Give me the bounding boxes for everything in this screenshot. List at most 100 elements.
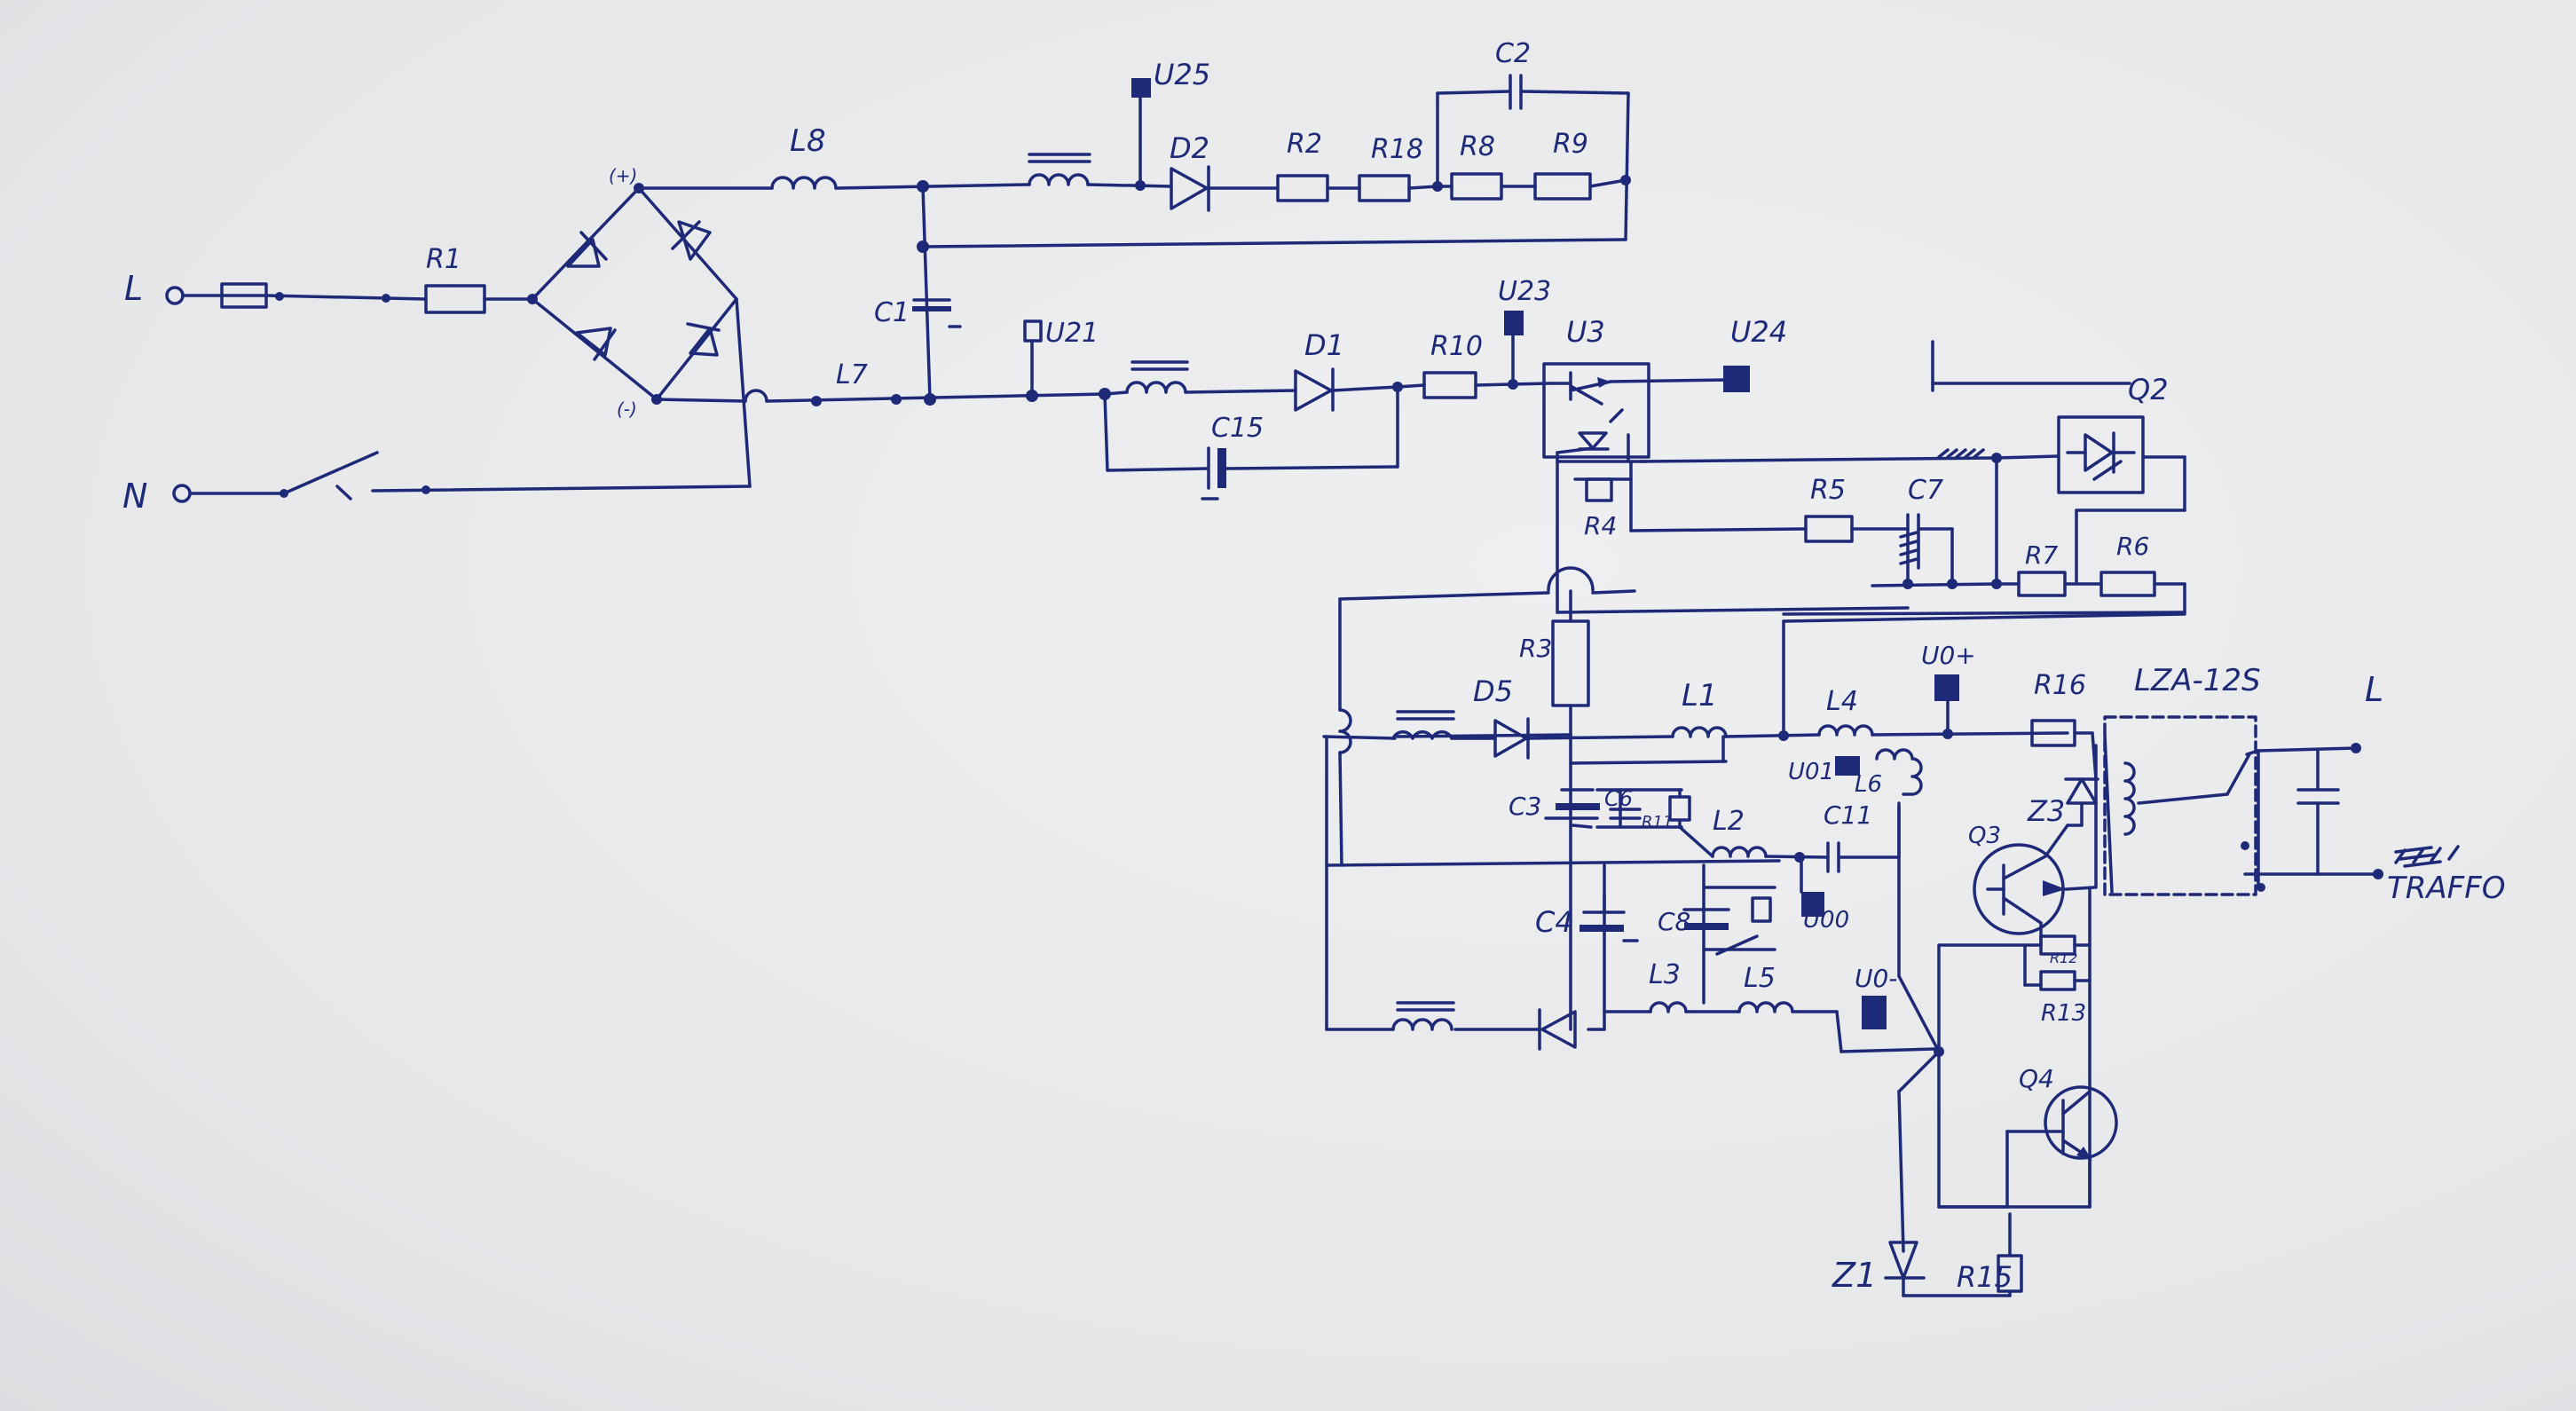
label-c6: C6 bbox=[1604, 786, 1633, 811]
test-point-u0minus bbox=[1862, 996, 1887, 1029]
label-relay: LZA-12S bbox=[2134, 663, 2261, 698]
inductor-l2 bbox=[1711, 846, 1768, 858]
label-plus: (+) bbox=[609, 165, 637, 186]
resistor-r2 bbox=[1276, 174, 1329, 202]
label-r18: R18 bbox=[1371, 134, 1423, 165]
test-point-u00 bbox=[1801, 892, 1824, 917]
label-r6: R6 bbox=[2116, 532, 2149, 561]
label-u00: U00 bbox=[1803, 907, 1849, 934]
terminal-n-in bbox=[172, 484, 192, 503]
resistor-r1 bbox=[424, 284, 486, 314]
label-c1: C1 bbox=[874, 297, 910, 328]
label-r15: R15 bbox=[1957, 1260, 2013, 1294]
transistor-q2-box bbox=[2057, 415, 2145, 494]
test-point-u01 bbox=[1835, 756, 1860, 776]
label-r16: R16 bbox=[2034, 670, 2086, 701]
label-l3: L3 bbox=[1649, 959, 1681, 990]
test-point-u21 bbox=[1023, 319, 1043, 343]
label-r8: R8 bbox=[1460, 131, 1495, 162]
test-point-u25 bbox=[1131, 78, 1151, 98]
label-z3: Z3 bbox=[2027, 794, 2065, 828]
label-r2: R2 bbox=[1287, 129, 1322, 160]
zener-z1 bbox=[1888, 1241, 1918, 1280]
label-l2: L2 bbox=[1713, 806, 1745, 837]
label-l8: L8 bbox=[790, 123, 826, 159]
transistor-q4 bbox=[2044, 1085, 2118, 1160]
label-r12: R12 bbox=[2050, 950, 2077, 966]
label-u3: U3 bbox=[1566, 315, 1605, 349]
test-point-u23 bbox=[1504, 311, 1524, 335]
inductor-l5 bbox=[1737, 1001, 1794, 1013]
label-l-out: L bbox=[2365, 670, 2383, 709]
resistor-r4 bbox=[1585, 477, 1613, 502]
label-d5: D5 bbox=[1473, 674, 1513, 708]
resistor-r6 bbox=[2099, 571, 2156, 597]
inductor-l8 bbox=[770, 176, 838, 190]
label-r3: R3 bbox=[1519, 634, 1552, 663]
resistor-r13 bbox=[2039, 970, 2076, 991]
inductor-l1 bbox=[1671, 726, 1728, 738]
label-c15: C15 bbox=[1211, 413, 1264, 444]
label-r11: R11 bbox=[1642, 813, 1673, 832]
label-traffo: TRAFFO bbox=[2387, 871, 2506, 906]
resistor-r7 bbox=[2017, 571, 2067, 597]
terminal-l-in bbox=[165, 286, 185, 305]
diode-d1 bbox=[1294, 369, 1333, 412]
label-r10: R10 bbox=[1430, 331, 1483, 362]
label-r7: R7 bbox=[2025, 540, 2058, 570]
label-q3: Q3 bbox=[1968, 823, 2001, 849]
label-c7: C7 bbox=[1908, 475, 1943, 506]
middle-line bbox=[655, 311, 1550, 501]
label-u0plus: U0+ bbox=[1921, 641, 1976, 670]
label-l7: L7 bbox=[836, 359, 868, 390]
resistor-r18 bbox=[1358, 174, 1411, 202]
inductor-l3 bbox=[1649, 1001, 1688, 1013]
label-z1: Z1 bbox=[1832, 1256, 1877, 1295]
label-n-in: N bbox=[122, 477, 147, 516]
transistors-q3-q4 bbox=[1937, 824, 2118, 1209]
choke-middle bbox=[1125, 381, 1187, 394]
label-u21: U21 bbox=[1045, 318, 1099, 349]
inductor-l4 bbox=[1817, 724, 1874, 737]
label-l4: L4 bbox=[1826, 686, 1858, 717]
label-l-in: L bbox=[124, 269, 143, 308]
label-minus: (-) bbox=[617, 398, 637, 420]
label-c2: C2 bbox=[1495, 38, 1531, 69]
resistor-r5 bbox=[1804, 515, 1854, 543]
top-hv-line bbox=[637, 74, 1631, 401]
component-labels: L N R1 (+) (-) L8 L7 C1 U25 D2 R2 R18 R8… bbox=[122, 38, 2506, 1295]
relay-lza-12s bbox=[2103, 715, 2257, 896]
choke-bottom bbox=[1391, 1018, 1453, 1031]
label-u25: U25 bbox=[1154, 58, 1210, 91]
mains-switch bbox=[282, 451, 379, 495]
resistor-r12-a bbox=[1751, 896, 1772, 923]
label-l5: L5 bbox=[1744, 963, 1776, 994]
optocoupler-u3 bbox=[1542, 362, 1750, 614]
test-point-u24 bbox=[1723, 366, 1750, 392]
label-u01: U01 bbox=[1788, 759, 1834, 785]
label-u23: U23 bbox=[1498, 276, 1551, 307]
lower-section bbox=[1322, 566, 2186, 1297]
relay-output bbox=[2064, 715, 2460, 896]
label-r9: R9 bbox=[1553, 129, 1588, 160]
label-u0minus: U0- bbox=[1855, 964, 1897, 993]
choke-lower bbox=[1391, 730, 1453, 740]
resistor-r9 bbox=[1533, 172, 1592, 201]
inductor-l6 bbox=[1875, 748, 1923, 796]
zener-z3 bbox=[2066, 777, 2098, 805]
label-l6: L6 bbox=[1855, 771, 1882, 798]
label-c11: C11 bbox=[1824, 800, 1872, 830]
bridge-rectifier bbox=[531, 183, 752, 488]
label-c4: C4 bbox=[1535, 905, 1573, 939]
resistor-r8 bbox=[1450, 172, 1503, 201]
label-q4: Q4 bbox=[2019, 1064, 2054, 1093]
label-c3: C3 bbox=[1509, 792, 1541, 821]
input-section bbox=[165, 282, 752, 503]
feedback-network bbox=[1556, 340, 2186, 616]
resistor-r10 bbox=[1422, 371, 1477, 399]
resistor-r3 bbox=[1551, 619, 1590, 707]
test-point-u0plus bbox=[1934, 674, 1959, 701]
label-r4: R4 bbox=[1584, 511, 1617, 540]
